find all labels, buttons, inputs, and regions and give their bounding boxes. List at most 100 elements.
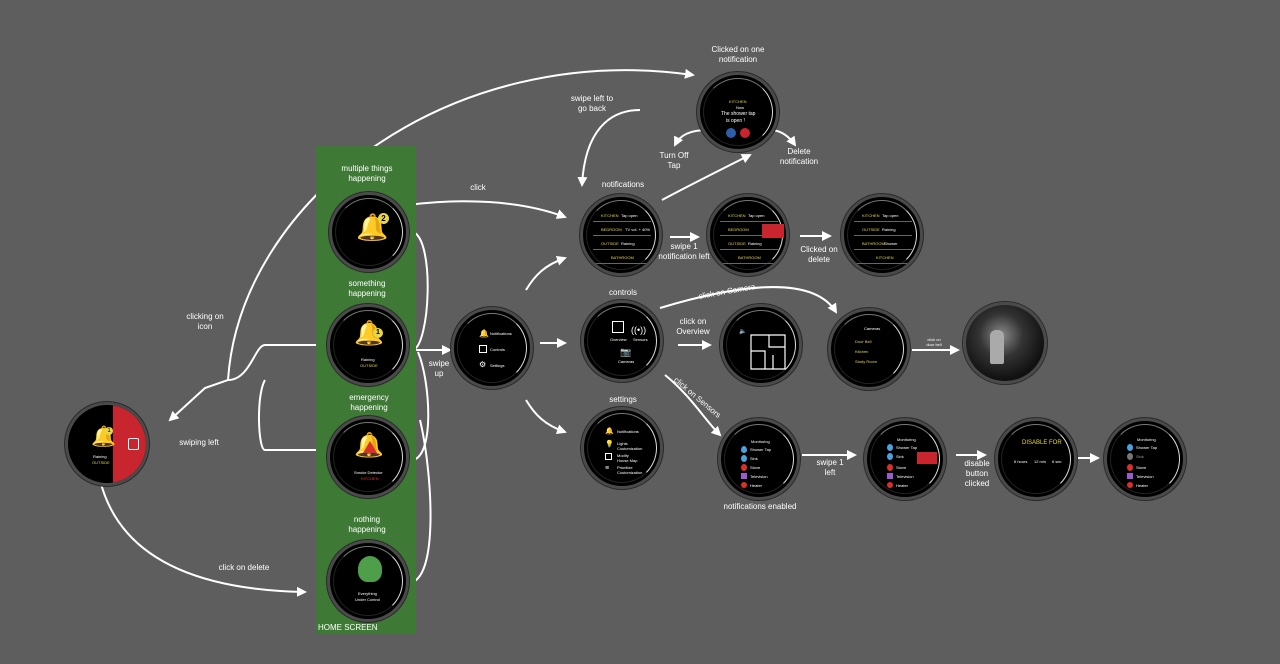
controls-overview[interactable]: Overview (610, 337, 627, 342)
monitor-item[interactable]: Sink (896, 454, 904, 459)
settings-modify[interactable]: Modify (617, 453, 629, 458)
arrow-click-on-delete (99, 479, 307, 597)
settings-lights-sub: Customization (617, 446, 643, 451)
arrow-swiping-left (168, 344, 330, 422)
monitor-item[interactable]: Stove (1136, 465, 1147, 470)
delete-panel[interactable] (113, 405, 146, 483)
speaker-icon (1127, 473, 1133, 479)
watch-nothing[interactable]: Everything Under Control (327, 540, 409, 622)
monitor-item[interactable]: Shower Tap (750, 447, 772, 452)
settings-notifications[interactable]: Notifications (617, 429, 639, 434)
watch-settings[interactable]: 🔔 Notifications 💡 Lights Customization M… (581, 407, 663, 489)
list-item[interactable]: KITCHEN (854, 255, 912, 264)
watch-multiple[interactable]: 🔔 2 (329, 192, 409, 272)
watch-camera-feed (963, 302, 1047, 384)
option-hours[interactable]: 6 hours (1014, 459, 1028, 464)
label-clicked-on-one: Clicked on one notification (711, 45, 765, 64)
label-swipe-left-back: swipe left to go back (570, 94, 614, 113)
list-item[interactable]: BATHROOM (593, 255, 651, 264)
watch-controls[interactable]: Overview ((•)) Sensors 📷 Cameras (581, 300, 663, 382)
label-click: click (470, 183, 486, 192)
delete-panel[interactable] (762, 224, 784, 238)
watch-overview[interactable]: 🔈 (720, 304, 802, 386)
flame-icon (887, 464, 893, 471)
badge-icon: 1 (105, 427, 113, 435)
monitor-item[interactable]: Shower Tap (896, 445, 918, 450)
menu-notifications[interactable]: Notifications (490, 331, 512, 336)
camera-icon[interactable]: 📷 (620, 347, 632, 357)
wireless-icon[interactable]: ((•)) (631, 325, 647, 335)
watch-monitoring-swiped[interactable]: Monitoring Shower Tap Sink Stove Televis… (864, 418, 946, 500)
floorplan-icon[interactable] (612, 321, 624, 333)
monitor-item[interactable]: Heater (1136, 483, 1149, 488)
camera-item[interactable]: Door Bell (855, 339, 872, 344)
monitor-item[interactable]: Shower Tap (1136, 445, 1158, 450)
person-figure (990, 330, 1004, 364)
camera-item[interactable]: Study Room (855, 359, 878, 364)
watch-cameras[interactable]: Cameras Door Bell Kitchen Study Room (828, 308, 910, 390)
label-swipe-up: swipe up (428, 359, 450, 378)
controls-camera[interactable]: Cameras (618, 359, 635, 364)
option-minutes[interactable]: 12 min (1034, 459, 1047, 464)
ok-hand-icon (358, 556, 382, 582)
menu-controls[interactable]: Controls (490, 347, 505, 352)
watch-emergency[interactable]: 🔔 Smoke Detector KITCHEN (327, 416, 409, 498)
gear-icon: ⚙ (479, 360, 487, 369)
monitor-item[interactable]: Stove (750, 465, 761, 470)
monitor-item[interactable]: Television (1136, 474, 1154, 479)
watch-monitoring[interactable]: Monitoring Shower Tap Sink Stove Televis… (718, 418, 800, 500)
trash-icon[interactable] (128, 438, 139, 450)
watch-something[interactable]: 🔔 1 Raining OUTSIDE (327, 304, 409, 386)
option-seconds[interactable]: 6 sec (1052, 459, 1062, 464)
weather-label: Raining (93, 454, 107, 459)
label-door-bell: click on door bell (926, 337, 942, 347)
water-drop-icon (741, 446, 747, 453)
tap-off-icon[interactable] (726, 128, 736, 138)
monitor-item[interactable]: Television (750, 474, 768, 479)
label-settings: settings (609, 395, 637, 404)
status-line1: Everything (358, 591, 377, 596)
monitor-item[interactable]: Sink (1136, 454, 1144, 459)
label-clicking-on-icon: clicking on icon (186, 312, 224, 331)
watch-monitoring-disabled[interactable]: Monitoring Shower Tap Sink Stove Televis… (1104, 418, 1186, 500)
label-emergency: emergency happening (349, 393, 389, 412)
settings-prioritize[interactable]: Prioritize (617, 465, 633, 470)
home-screen-title: HOME SCREEN (318, 623, 378, 632)
list-item[interactable]: BEDROOM (720, 227, 778, 236)
monitor-item[interactable]: Television (896, 474, 914, 479)
monitor-item[interactable]: Heater (896, 483, 909, 488)
label-multiple-things: multiple things happening (341, 164, 393, 183)
watch-menu[interactable]: 🔔 Notifications Controls ⚙ Settings (451, 307, 533, 389)
controls-sensors[interactable]: Sensors (633, 337, 648, 342)
settings-lights[interactable]: Lights (617, 441, 628, 446)
trash-icon[interactable] (740, 128, 750, 138)
monitoring-title: Monitoring (751, 439, 770, 444)
settings-modify-sub: House Map (617, 458, 638, 463)
camera-item[interactable]: Kitchen (855, 349, 869, 354)
monitor-item[interactable]: Sink (750, 456, 758, 461)
monitor-item[interactable]: Heater (750, 483, 763, 488)
speaker-icon (741, 473, 747, 479)
watch-disable-for[interactable]: DISABLE FOR 6 hours 12 min 6 sec (995, 418, 1077, 500)
monitor-item[interactable]: Stove (896, 465, 907, 470)
house-map[interactable]: 🔈 (737, 321, 791, 375)
watch-swiped-home[interactable]: 🔔 1 Raining OUTSIDE (65, 402, 149, 486)
arrow-click-on-sensors (664, 374, 722, 437)
watch-kitchen-detail[interactable]: KITCHEN Now The shower tap is open ! (697, 72, 779, 152)
list-item[interactable]: BATHROOM (720, 255, 778, 264)
cameras-title: Cameras (864, 326, 881, 331)
disable-button[interactable] (917, 452, 937, 464)
menu-settings[interactable]: Settings (490, 363, 505, 368)
flame-icon (741, 464, 747, 471)
